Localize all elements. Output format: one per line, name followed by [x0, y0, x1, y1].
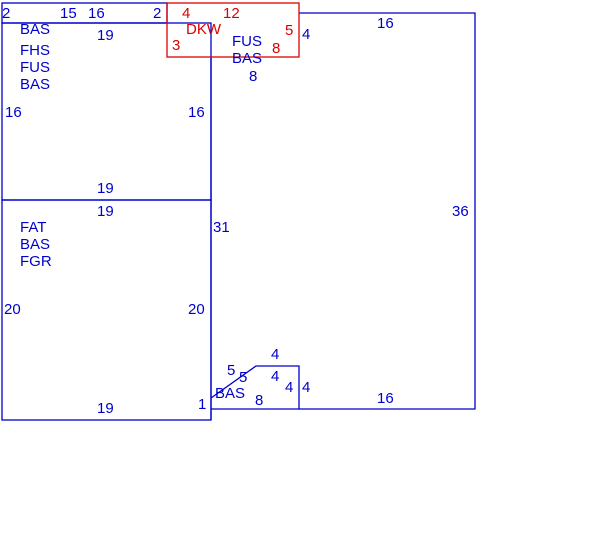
main-right: 36 [452, 203, 469, 220]
ul-bottom: 19 [97, 180, 114, 197]
strip-outline [1, 2, 168, 24]
main-code-1: BAS [232, 50, 262, 67]
strip-top-a: 15 [60, 5, 77, 22]
main-bottom: 16 [377, 390, 394, 407]
ll-code-1: BAS [20, 236, 50, 253]
ul-left: 16 [5, 104, 22, 121]
dkw-right: 5 [285, 22, 293, 39]
strip-left: 2 [2, 5, 10, 22]
notch-b: 8 [255, 392, 263, 409]
ul-code-3: BAS [20, 76, 50, 93]
main-left-top: 4 [302, 26, 310, 43]
ul-code-2: FUS [20, 59, 50, 76]
notch-inner-right: 4 [285, 379, 293, 396]
main-top: 16 [377, 15, 394, 32]
ll-top: 19 [97, 203, 114, 220]
dkw-top-left: 4 [182, 5, 190, 22]
dkw-left: 3 [172, 37, 180, 54]
ll-code-2: FGR [20, 253, 52, 270]
notch-code: BAS [215, 385, 245, 402]
ul-top: 19 [97, 27, 114, 44]
main-inner: 8 [249, 68, 257, 85]
dkw-top: 12 [223, 5, 240, 22]
ll-bottom: 19 [97, 400, 114, 417]
strip-top-b: 16 [88, 5, 105, 22]
strip-right: 2 [153, 5, 161, 22]
main-code-0: FUS [232, 33, 262, 50]
dkw-outline [166, 2, 300, 58]
notch-inner-top: 4 [271, 368, 279, 385]
notch-a: 5 [239, 369, 247, 386]
ul-code-0: BAS [20, 21, 50, 38]
dkw-inner: 8 [272, 40, 280, 57]
notch-right: 4 [302, 379, 310, 396]
ll-code-0: FAT [20, 219, 46, 236]
ll-right: 20 [188, 301, 205, 318]
notch-diag: 5 [227, 362, 235, 379]
ll-left: 20 [4, 301, 21, 318]
main-side: 31 [213, 219, 230, 236]
ul-right: 16 [188, 104, 205, 121]
ll-corner: 1 [198, 396, 206, 413]
notch-top: 4 [271, 346, 279, 363]
dkw-code: DKW [186, 21, 222, 38]
ul-code-1: FHS [20, 42, 50, 59]
